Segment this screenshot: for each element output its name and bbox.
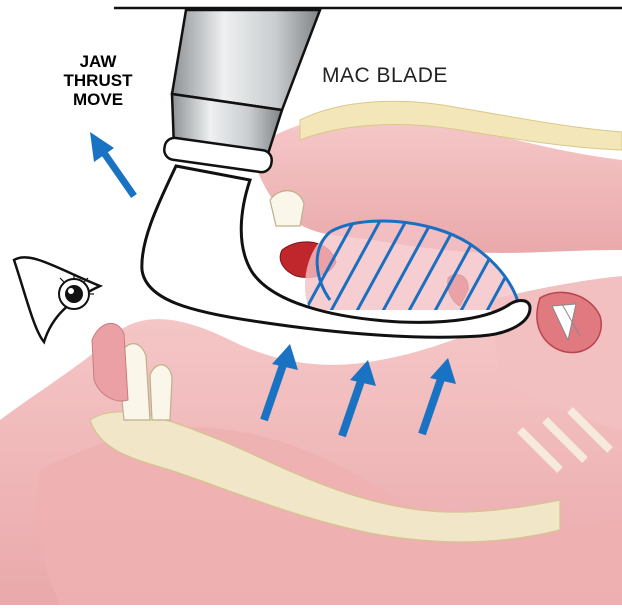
- lower-tooth-canine: [150, 365, 172, 420]
- mac-blade-label: MAC BLADE: [322, 64, 448, 88]
- jaw-thrust-label: JAW THRUST MOVE: [52, 52, 144, 109]
- eye-icon: [14, 257, 100, 342]
- jaw-thrust-arrow-icon: [90, 132, 134, 196]
- jaw-thrust-line-1: JAW: [52, 52, 144, 71]
- jaw-thrust-line-3: MOVE: [52, 90, 144, 109]
- jaw-thrust-line-2: THRUST: [52, 71, 144, 90]
- upper-tooth: [270, 191, 304, 226]
